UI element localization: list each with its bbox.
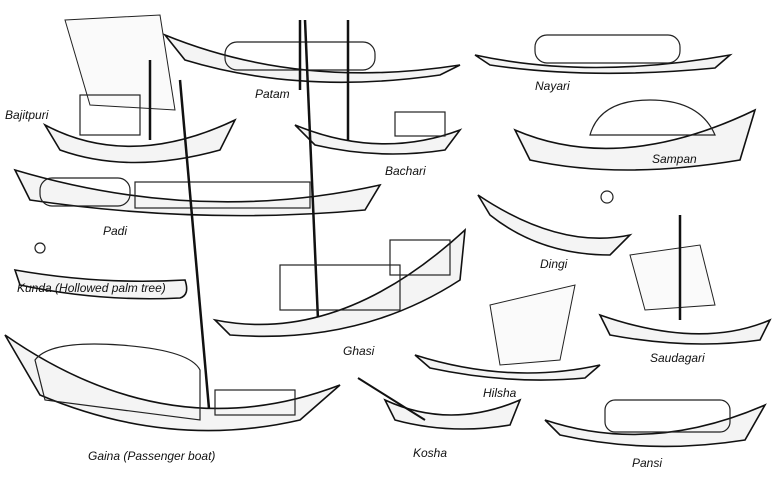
label-nayari: Nayari [535,79,570,93]
boat-bachari-drawing [294,20,463,155]
boat-gaina-drawing [4,79,341,432]
label-dingi: Dingi [540,257,568,271]
boat-ghasi-drawing [212,19,467,338]
label-kunda: Kunda (Hollowed palm tree) [17,281,166,295]
label-bajitpuri: Bajitpuri [5,108,49,122]
label-sampan: Sampan [652,152,697,166]
label-bachari: Bachari [385,164,426,178]
label-patam: Patam [255,87,290,101]
boat-padi-drawing [13,168,382,217]
label-pansi: Pansi [632,456,663,470]
boat-kunda-drawing [13,242,188,300]
boat-sampan-drawing [513,99,757,171]
boat-nayari-drawing [474,34,733,75]
label-ghasi: Ghasi [343,344,375,358]
boat-patam-drawing [162,20,461,90]
boat-saudagari-drawing [598,215,772,345]
boat-hilsha-drawing [414,284,601,381]
boat-dingi-drawing [477,190,633,256]
label-padi: Padi [103,224,128,238]
label-hilsha: Hilsha [483,386,517,400]
boat-pansi-drawing [544,399,767,448]
label-gaina: Gaina (Passenger boat) [88,449,216,463]
label-kosha: Kosha [413,446,448,460]
boat-bajitpuri-drawing [42,14,237,164]
boat-kosha-drawing [357,377,522,430]
label-saudagari: Saudagari [650,351,705,365]
